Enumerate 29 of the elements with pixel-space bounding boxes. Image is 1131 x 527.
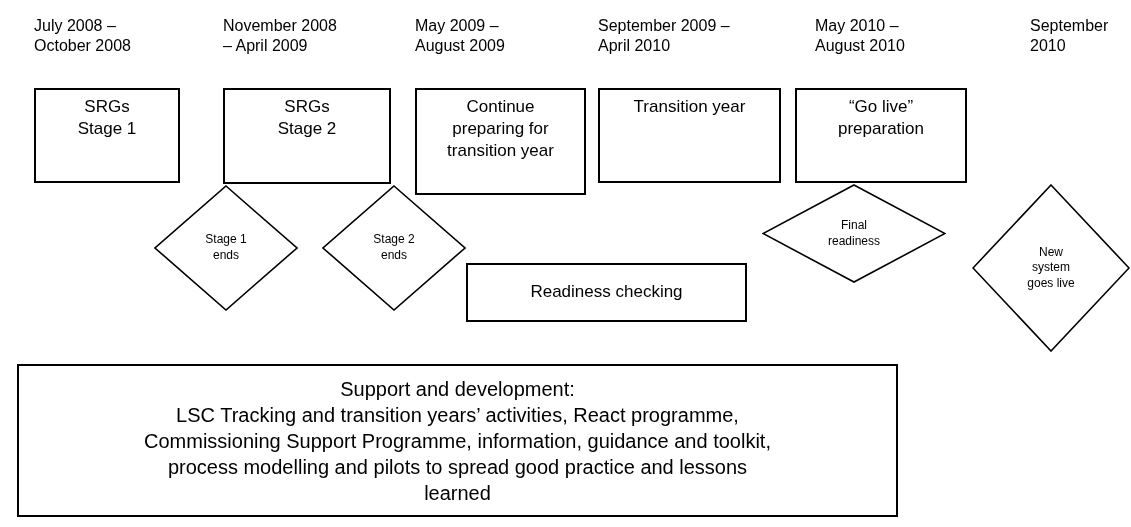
process-box — [795, 88, 967, 183]
process-box — [223, 88, 391, 184]
process-box — [17, 364, 898, 517]
box-text: LSC Tracking and transition years’ activities, React programme, Commissioning Support Programme, information, guidance and toolkit, process modelling and pilots to spread good practice and lessons learned — [143, 403, 772, 506]
date-range-label: September 2010 — [1030, 16, 1110, 56]
box-label: “Go live” preparation — [837, 96, 925, 141]
box-label: SRGs Stage 1 — [76, 96, 138, 141]
box-label: Stage 1 ends — [204, 232, 248, 264]
process-box — [466, 263, 747, 322]
box-label: Support and development: — [340, 377, 575, 402]
decision-diamond — [154, 185, 298, 311]
box-label: Transition year — [633, 96, 746, 118]
date-range-label: November 2008 – April 2009 — [223, 16, 338, 56]
date-range-label: May 2009 – August 2009 — [415, 16, 506, 56]
box-label: Readiness checking — [530, 281, 683, 304]
process-box — [34, 88, 180, 183]
date-range-label: July 2008 – October 2008 — [34, 16, 132, 56]
box-label: Final readiness — [827, 217, 881, 250]
process-box — [598, 88, 781, 183]
box-label: SRGs Stage 2 — [276, 96, 338, 141]
date-range-label: September 2009 – April 2010 — [598, 16, 731, 56]
decision-diamond — [322, 185, 466, 311]
box-label: Stage 2 ends — [372, 232, 416, 264]
decision-diamond — [762, 184, 946, 283]
date-range-label: May 2010 – August 2010 — [815, 16, 906, 56]
box-label: Continue preparing for transition year — [446, 96, 555, 163]
decision-diamond — [972, 184, 1130, 352]
process-box — [415, 88, 586, 195]
box-label: New system goes live — [1026, 244, 1076, 292]
